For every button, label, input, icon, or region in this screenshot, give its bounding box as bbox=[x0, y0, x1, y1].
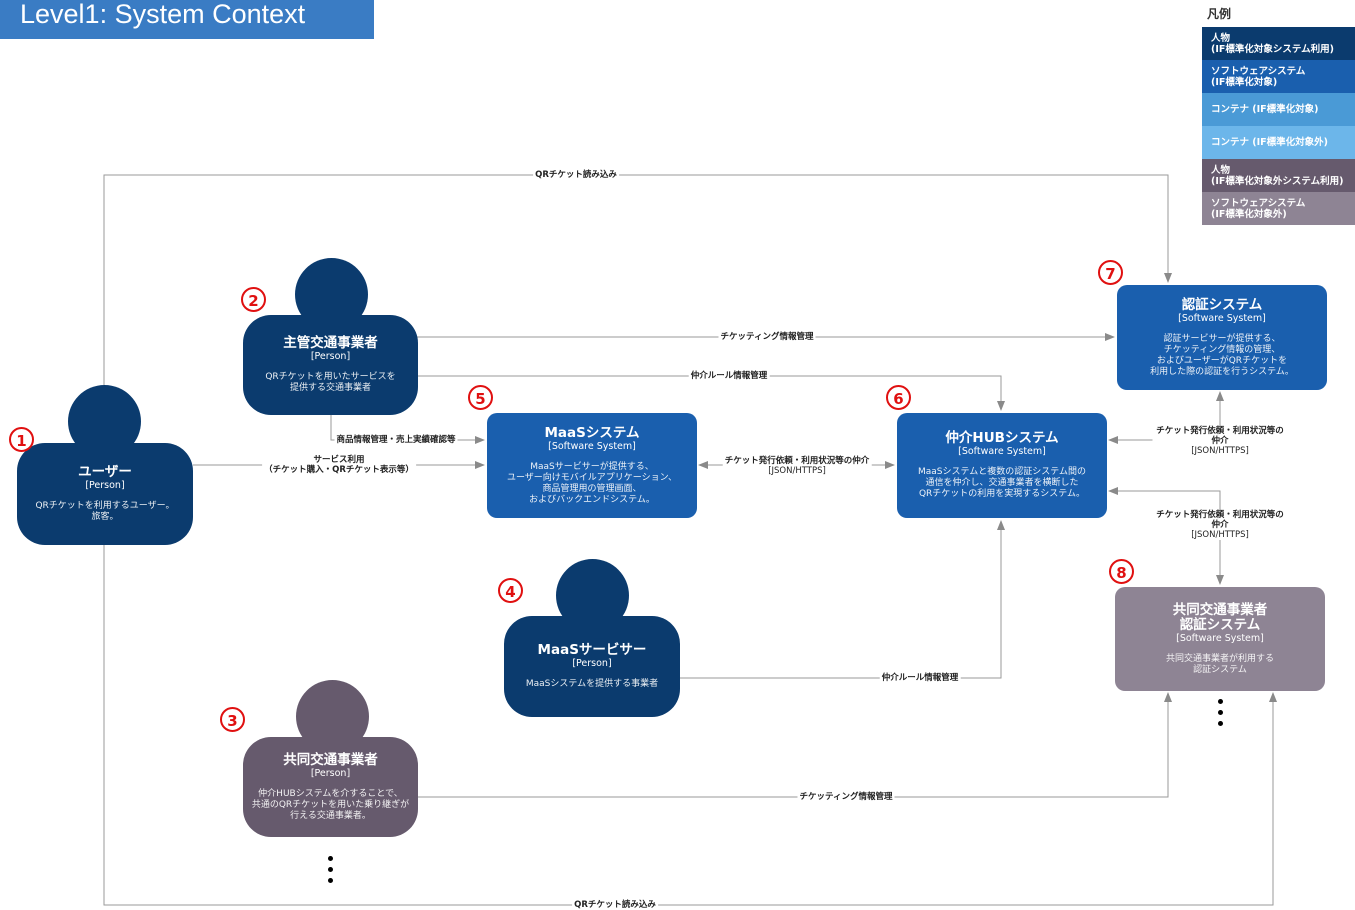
auth-system-type: [Software System] bbox=[1178, 312, 1266, 324]
badge-8: 8 bbox=[1109, 559, 1134, 584]
edge-qr-bottom bbox=[103, 545, 1277, 906]
main-operator-name: 主管交通事業者 bbox=[283, 335, 378, 351]
auth-system-name: 認証システム bbox=[1181, 296, 1263, 313]
label-product-mgmt: 商品情報管理・売上実績確認等 bbox=[334, 435, 458, 445]
edge-qr-top bbox=[103, 174, 1172, 385]
badge-1: 1 bbox=[9, 427, 34, 452]
main-operator-node[interactable]: 主管交通事業者 [Person] QRチケットを用いたサービスを 提供する交通事… bbox=[243, 315, 418, 415]
label-broker-rule-main: 仲介ルール情報管理 bbox=[688, 371, 770, 381]
label-ticketing-main: チケッティング情報管理 bbox=[718, 332, 816, 342]
joint-operator-desc: 仲介HUBシステムを介することで、 共通のQRチケットを用いた乗り継ぎが 行える… bbox=[251, 788, 410, 821]
hub-system-type: [Software System] bbox=[958, 446, 1046, 457]
label-broker-rule-provider: 仲介ルール情報管理 bbox=[879, 673, 961, 683]
joint-operator-name: 共同交通事業者 bbox=[283, 751, 378, 768]
legend-item-container-target: コンテナ (IF標準化対象) bbox=[1202, 93, 1355, 126]
joint-auth-system-node[interactable]: 共同交通事業者 認証システム [Software System] 共同交通事業者… bbox=[1115, 587, 1325, 691]
edge-broker-rule-provider bbox=[680, 520, 1005, 679]
user-desc: QRチケットを利用するユーザー。 旅客。 bbox=[35, 501, 175, 522]
hub-system-name: 仲介HUBシステム bbox=[945, 430, 1059, 446]
badge-5: 5 bbox=[468, 385, 493, 410]
more-operators-ellipsis bbox=[328, 856, 334, 889]
auth-system-node[interactable]: 認証システム [Software System] 認証サービサーが提供する、 チ… bbox=[1117, 285, 1327, 390]
legend-item-software-nontarget: ソフトウェアシステム (IF標準化対象外) bbox=[1202, 192, 1355, 225]
edge-hub-joint bbox=[1108, 487, 1224, 585]
maas-provider-name: MaaSサービサー bbox=[537, 642, 647, 658]
main-operator-type: [Person] bbox=[310, 351, 351, 362]
label-hub-auth: チケット発行依頼・利用状況等の仲介[JSON/HTTPS] bbox=[1152, 426, 1288, 456]
auth-system-desc: 認証サービサーが提供する、 チケッティング情報の管理、 およびユーザーがQRチケ… bbox=[1150, 333, 1294, 377]
label-maas-hub: チケット発行依頼・利用状況等の仲介[JSON/HTTPS] bbox=[722, 456, 872, 476]
legend-item-container-nontarget: コンテナ (IF標準化対象外) bbox=[1202, 126, 1355, 159]
legend-item-software-target: ソフトウェアシステム (IF標準化対象) bbox=[1202, 60, 1355, 93]
badge-4: 4 bbox=[498, 578, 523, 603]
maas-system-node[interactable]: MaaSシステム [Software System] MaaSサービサーが提供す… bbox=[487, 413, 697, 518]
user-name: ユーザー bbox=[78, 464, 132, 480]
user-node[interactable]: ユーザー [Person] QRチケットを利用するユーザー。 旅客。 bbox=[17, 443, 193, 545]
badge-7: 7 bbox=[1098, 260, 1123, 285]
joint-operator-type: [Person] bbox=[310, 767, 351, 779]
legend-title: 凡例 bbox=[1207, 7, 1232, 21]
joint-auth-system-name: 共同交通事業者 認証システム bbox=[1172, 601, 1268, 633]
label-hub-joint: チケット発行依頼・利用状況等の仲介[JSON/HTTPS] bbox=[1152, 510, 1288, 540]
page-title: Level1: System Context bbox=[0, 0, 374, 39]
badge-3: 3 bbox=[220, 707, 245, 732]
more-auth-systems-ellipsis bbox=[1218, 699, 1224, 732]
maas-system-type: [Software System] bbox=[548, 440, 636, 452]
badge-2: 2 bbox=[241, 287, 266, 312]
legend: 人物 (IF標準化対象システム利用) ソフトウェアシステム (IF標準化対象) … bbox=[1202, 27, 1355, 225]
maas-system-name: MaaSシステム bbox=[544, 424, 640, 441]
joint-auth-system-type: [Software System] bbox=[1176, 632, 1264, 644]
label-service-use: サービス利用 （チケット購入・QRチケット表示等） bbox=[262, 455, 416, 475]
label-ticketing-joint: チケッティング情報管理 bbox=[797, 792, 895, 802]
legend-item-person-nontarget: 人物 (IF標準化対象外システム利用) bbox=[1202, 159, 1355, 192]
hub-system-node[interactable]: 仲介HUBシステム [Software System] MaaSシステムと複数の… bbox=[897, 413, 1107, 518]
maas-provider-type: [Person] bbox=[572, 658, 612, 669]
edge-ticketing-joint bbox=[417, 692, 1172, 798]
main-operator-desc: QRチケットを用いたサービスを 提供する交通事業者 bbox=[265, 372, 396, 393]
legend-item-person-target: 人物 (IF標準化対象システム利用) bbox=[1202, 27, 1355, 60]
badge-6: 6 bbox=[886, 385, 911, 410]
maas-provider-desc: MaaSシステムを提供する事業者 bbox=[525, 679, 659, 689]
maas-provider-node[interactable]: MaaSサービサー [Person] MaaSシステムを提供する事業者 bbox=[504, 616, 680, 717]
maas-system-desc: MaaSサービサーが提供する、 ユーザー向けモバイルアプリケーション、 商品管理… bbox=[506, 461, 678, 505]
label-qr-bottom: QRチケット読み込み bbox=[572, 900, 658, 910]
hub-system-desc: MaaSシステムと複数の認証システム間の 通信を仲介し、交通事業者を横断した Q… bbox=[918, 467, 1086, 499]
joint-operator-node[interactable]: 共同交通事業者 [Person] 仲介HUBシステムを介することで、 共通のQR… bbox=[243, 737, 418, 837]
label-qr-top: QRチケット読み込み bbox=[533, 170, 619, 180]
edge-broker-rule-main bbox=[417, 375, 1005, 411]
joint-auth-system-desc: 共同交通事業者が利用する 認証システム bbox=[1165, 653, 1274, 675]
user-type: [Person] bbox=[85, 480, 125, 491]
